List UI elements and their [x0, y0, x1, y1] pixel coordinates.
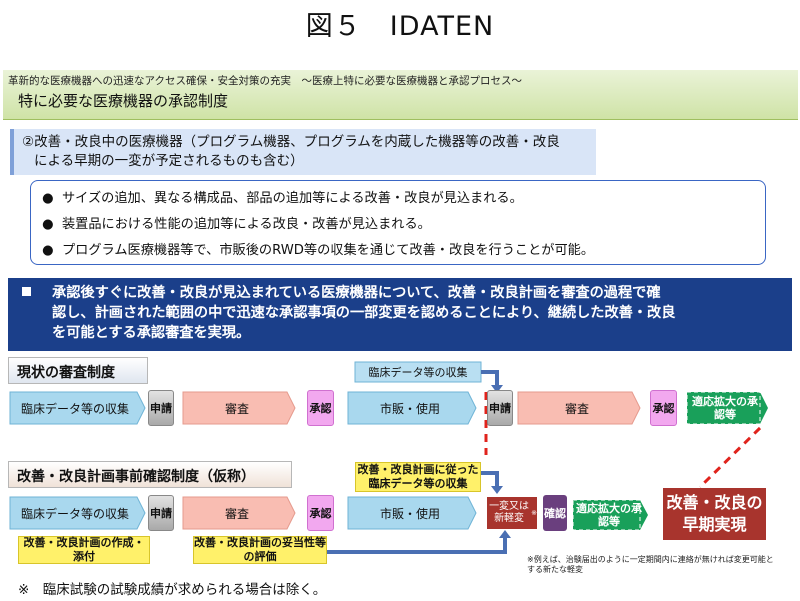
bottom-connector-arrow	[326, 537, 507, 554]
current-approve2-box: 承認	[650, 390, 677, 426]
current-system-label: 現状の審査制度	[8, 357, 148, 384]
current-review-label: 審査	[224, 401, 249, 416]
proposed-connector-arrow	[481, 471, 499, 487]
current-apply-box: 申請	[148, 390, 174, 426]
partial-change-label: 一変又は新軽変	[489, 501, 530, 524]
footnote: ※ 臨床試験の試験成績が求められる場合は除く。	[18, 582, 327, 598]
red-dashed-diagonal	[698, 426, 762, 489]
summary-line3: を可能とする承認審査を実現。	[52, 325, 251, 341]
current-market-arrow	[347, 391, 477, 425]
header-title: 特に必要な医療機器の承認制度	[18, 92, 229, 110]
proposed-connector-head	[491, 486, 503, 494]
confirm-box: 確認	[543, 495, 567, 531]
proposed-apply-box: 申請	[148, 495, 174, 531]
proposed-review-label: 審査	[224, 506, 249, 521]
current-clinical2-label: 臨床データ等の収集	[368, 366, 468, 379]
proposed-expand-label: 適応拡大の承認等	[576, 502, 642, 528]
proposed-expand-arrow	[573, 500, 648, 530]
square-bullet-icon	[22, 287, 31, 296]
current-review2-arrow	[517, 391, 641, 425]
current-expand-dashes	[686, 391, 761, 425]
current-connector-head	[491, 385, 503, 393]
bottom-connector-head	[499, 530, 511, 538]
partial-change-note: ※例えば、治験届出のように一定期間内に連絡が無ければ変更可能とする新たな軽変	[527, 555, 774, 574]
proposed-review-arrow	[182, 496, 296, 530]
proposed-system-label: 改善・改良計画事前確認制度（仮称）	[8, 461, 292, 488]
bullet-dot-icon: ●	[42, 191, 54, 206]
bullet-dot-icon: ●	[42, 243, 54, 258]
current-review-arrow	[182, 391, 296, 425]
header-subtitle: 革新的な医療機器への迅速なアクセス確保・安全対策の充実 ～医療上特に必要な医療機…	[8, 75, 522, 87]
current-review2-label: 審査	[564, 401, 589, 416]
plan-eval-box: 改善・改良計画の妥当性等の評価	[193, 536, 327, 564]
subheading-line1: ②改善・改良中の医療機器（プログラム機器、プログラムを内蔵した機器等の改善・改良	[22, 134, 560, 150]
proposed-clinical-arrow	[9, 496, 146, 530]
plan-clinical-box: 改善・改良計画に従った臨床データ等の収集	[355, 462, 481, 492]
proposed-clinical-label: 臨床データ等の収集	[20, 506, 129, 521]
page-title: 図５ IDATEN	[305, 11, 495, 42]
current-connector-arrow	[481, 370, 499, 386]
proposed-market-label: 市販・使用	[379, 506, 440, 521]
current-apply2-box: 申請	[487, 390, 513, 426]
header-band	[3, 70, 798, 120]
current-expand-label: 適応拡大の承認等	[692, 395, 758, 421]
bullet-item: ●プログラム医療機器等で、市販後のRWD等の収集を通じて改善・改良を行うことが可…	[42, 243, 595, 258]
subheading-line2: による早期の一変が予定されるものも含む）	[34, 153, 304, 169]
subheading: ②改善・改良中の医療機器（プログラム機器、プログラムを内蔵した機器等の改善・改良…	[10, 129, 596, 175]
bullet-item: ●サイズの追加、異なる構成品、部品の追加等による改善・改良が見込まれる。	[42, 191, 523, 206]
current-market-label: 市販・使用	[379, 401, 440, 416]
current-expand-arrow	[687, 392, 768, 424]
plan-create-box: 改善・改良計画の作成・添付	[18, 536, 150, 564]
proposed-market-arrow	[347, 496, 477, 530]
summary-line1: 承認後すぐに改善・改良が見込まれている医療機器について、改善・改良計画を審査の過…	[52, 285, 661, 301]
summary-box: 承認後すぐに改善・改良が見込まれている医療機器について、改善・改良計画を審査の過…	[8, 278, 792, 351]
current-approve-box: 承認	[307, 390, 334, 426]
partial-change-box: 一変又は新軽変※	[487, 497, 537, 529]
bullet-dot-icon: ●	[42, 217, 54, 232]
summary-line2: 認し、計画された範囲の中で迅速な承認事項の一部変更を認めることにより、継続した改…	[52, 305, 676, 321]
proposed-approve-box: 承認	[307, 495, 334, 531]
bullet-item: ●装置品における性能の追加等による改良・改善が見込まれる。	[42, 217, 431, 232]
proposed-expand-dashes	[572, 499, 641, 531]
current-clinical-label: 臨床データ等の収集	[20, 401, 129, 416]
current-clinical-arrow	[9, 391, 146, 425]
bullet-box	[30, 180, 766, 265]
early-realization-box: 改善・改良の早期実現	[663, 488, 766, 540]
partial-change-mark: ※	[531, 509, 537, 517]
